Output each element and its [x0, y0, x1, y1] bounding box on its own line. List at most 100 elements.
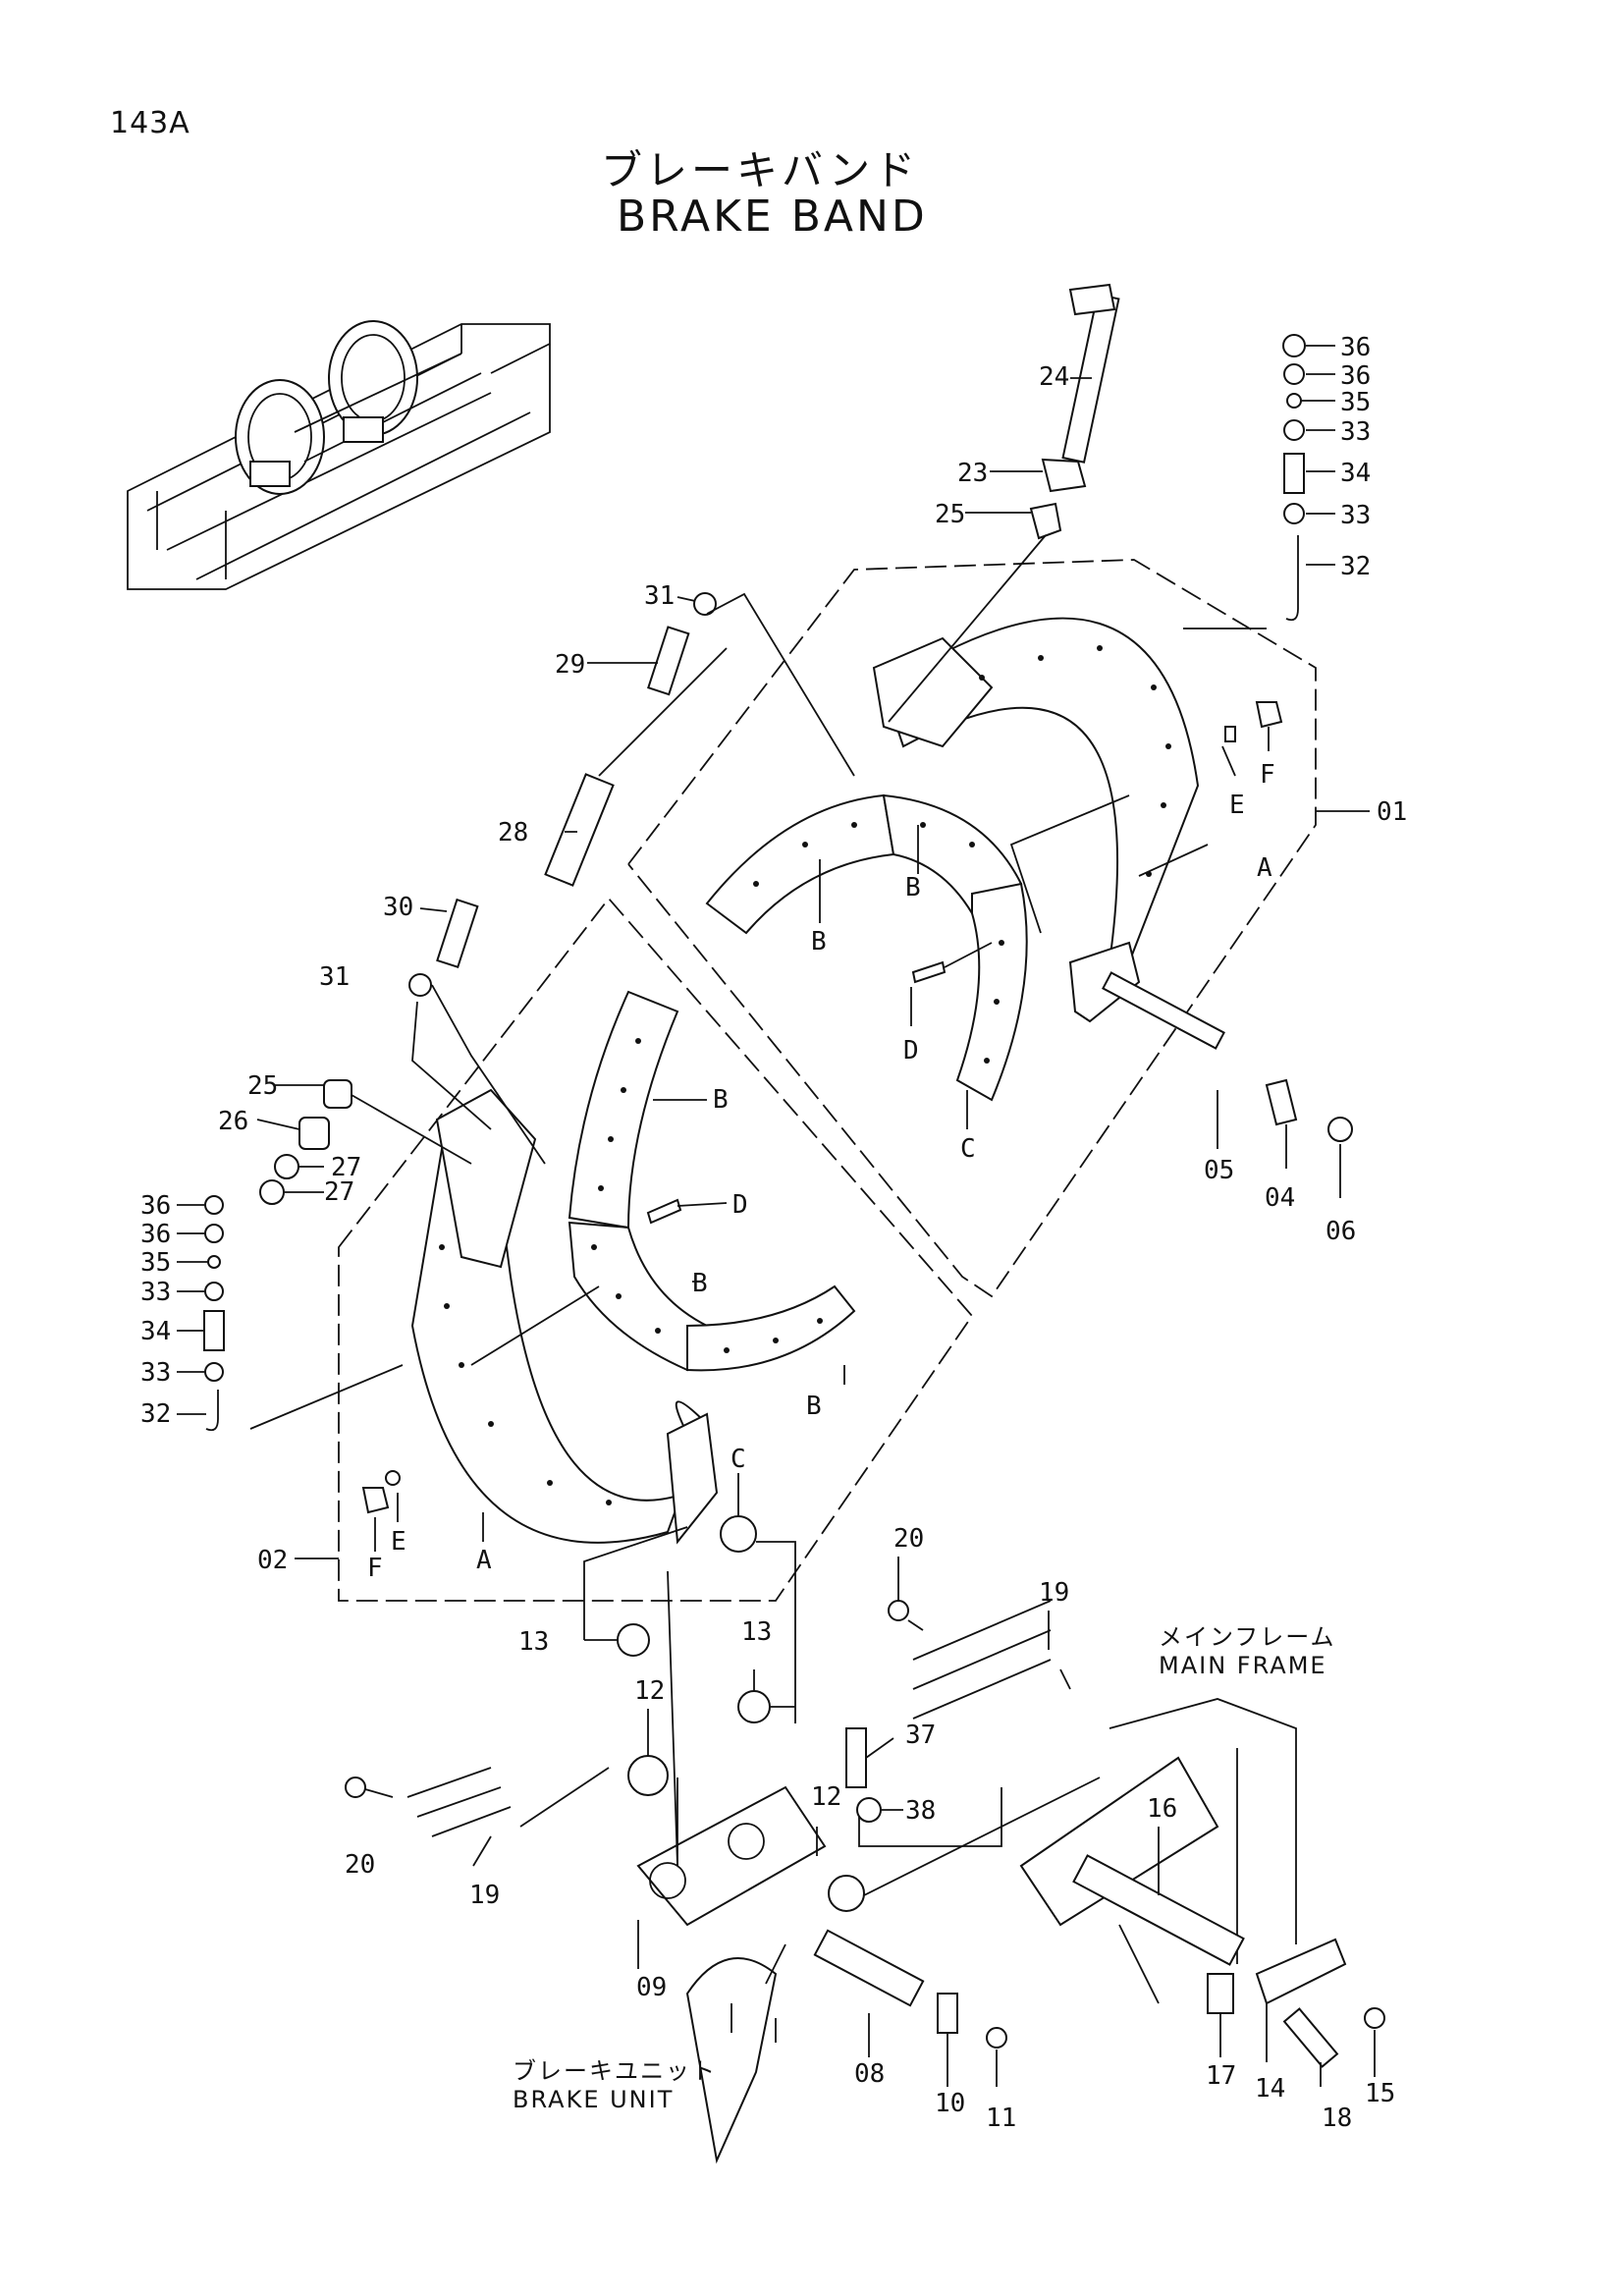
callout-e: E: [1229, 791, 1245, 820]
plate-14: [1255, 1938, 1347, 2005]
callout-e: E: [391, 1527, 406, 1557]
callout-33: 33: [1340, 417, 1371, 447]
bolt-29: [647, 626, 690, 696]
callout-02: 02: [257, 1546, 288, 1575]
upper-lining-right: [955, 882, 1028, 1102]
bolt-18: [1282, 2007, 1339, 2068]
leader-lines: [177, 345, 1376, 2087]
callout-d: D: [732, 1190, 748, 1220]
brake-band-assembly-02: [338, 897, 974, 1602]
callout-27: 27: [331, 1153, 361, 1182]
cushion-25: [1029, 502, 1062, 540]
callout-c: C: [730, 1445, 746, 1474]
bolt-30: [436, 898, 479, 969]
main-frame-label-japanese: メインフレーム: [1159, 1623, 1336, 1651]
page-code: 143A: [110, 106, 190, 140]
callout-27: 27: [324, 1177, 354, 1207]
e-ring-upper: [1224, 726, 1236, 742]
bolt-20a: [888, 1600, 909, 1621]
callout-36: 36: [1340, 361, 1371, 391]
callout-06: 06: [1325, 1217, 1356, 1246]
callout-a: A: [1257, 853, 1272, 883]
bolt-11: [986, 2027, 1007, 2049]
callout-01: 01: [1377, 797, 1407, 827]
pin-16: [1072, 1854, 1245, 1966]
upper-lining-left: [705, 793, 895, 935]
brake-lever-09: [636, 1785, 827, 1927]
j-bolt-32-lower: [205, 1390, 219, 1432]
bolt-15: [1364, 2007, 1385, 2029]
nut-27a: [274, 1154, 299, 1179]
callout-36: 36: [1340, 333, 1371, 362]
brake-band-assembly-01: [627, 559, 1317, 1298]
callout-35: 35: [140, 1248, 171, 1278]
callout-30: 30: [383, 893, 413, 922]
brake-unit-label-japanese: ブレーキユニット: [513, 2057, 717, 2085]
nut-36-top: [1282, 334, 1306, 357]
nut-f-upper: [1255, 701, 1283, 729]
callout-b: B: [806, 1392, 822, 1421]
callout-13: 13: [741, 1617, 772, 1647]
lower-small-parts: [203, 1079, 682, 1514]
callout-a: A: [476, 1546, 492, 1575]
pin-05: [1102, 971, 1225, 1050]
callout-24: 24: [1039, 362, 1069, 392]
callout-17: 17: [1206, 2061, 1236, 2091]
callout-11: 11: [986, 2104, 1016, 2133]
callout-09: 09: [636, 1973, 667, 2002]
collar-17: [1207, 1973, 1234, 2014]
callout-d: D: [903, 1036, 919, 1066]
brake-arm: [685, 1957, 778, 2164]
lower-band-bracket: [435, 1088, 537, 1269]
shims-19a: [912, 1600, 1052, 1720]
callout-16: 16: [1147, 1794, 1177, 1824]
main-frame-label: MAIN FRAME: [1159, 1652, 1327, 1679]
plate-10: [937, 1993, 958, 2034]
callout-35: 35: [1340, 388, 1371, 417]
upper-band-lever: [1068, 941, 1141, 1023]
page-title: BRAKE BAND: [617, 191, 928, 242]
callout-f: F: [1260, 760, 1275, 790]
bolt-20b: [345, 1777, 366, 1798]
callout-20: 20: [345, 1850, 375, 1880]
nut-f-lower: [361, 1487, 390, 1514]
callout-31: 31: [644, 581, 675, 611]
lower-lining-top: [568, 990, 679, 1230]
plate-04: [1265, 1078, 1298, 1126]
spring-34: [1283, 453, 1305, 494]
cushion-25-lower: [323, 1079, 352, 1109]
lower-band-end: [666, 1412, 719, 1545]
main-frame: [1109, 1698, 1297, 2004]
upper-band-bracket: [872, 636, 994, 748]
brake-unit-label: BRAKE UNIT: [513, 2086, 675, 2113]
bolt-37: [845, 1727, 867, 1788]
callout-b: B: [713, 1085, 729, 1115]
assembly-01-boundary: [627, 559, 1317, 1298]
callout-14: 14: [1255, 2074, 1285, 2104]
callout-34: 34: [140, 1317, 171, 1346]
callout-25: 25: [247, 1071, 278, 1101]
callout-13: 13: [518, 1627, 549, 1657]
callout-33: 33: [1340, 501, 1371, 530]
j-bolt-32: [1285, 535, 1299, 622]
bolt-06: [1327, 1117, 1353, 1142]
callout-08: 08: [854, 2059, 885, 2089]
callout-36: 36: [140, 1191, 171, 1221]
callout-12: 12: [634, 1676, 665, 1706]
callout-b: B: [905, 873, 921, 902]
callout-10: 10: [935, 2089, 965, 2118]
main-frame-bracket: [1019, 1756, 1219, 1927]
callout-29: 29: [555, 650, 585, 680]
bushing-13b: [737, 1690, 771, 1723]
nut-31-low: [408, 973, 432, 997]
cushion-26: [298, 1117, 330, 1150]
nut-31-top: [693, 592, 717, 616]
callout-34: 34: [1340, 459, 1371, 488]
callout-23: 23: [957, 459, 988, 488]
screw-d-upper: [911, 960, 947, 984]
upper-small-parts: [408, 283, 1353, 1142]
callout-33: 33: [140, 1278, 171, 1307]
spring-34-lower: [203, 1310, 225, 1351]
page-title-japanese: ブレーキバンド: [601, 146, 920, 194]
